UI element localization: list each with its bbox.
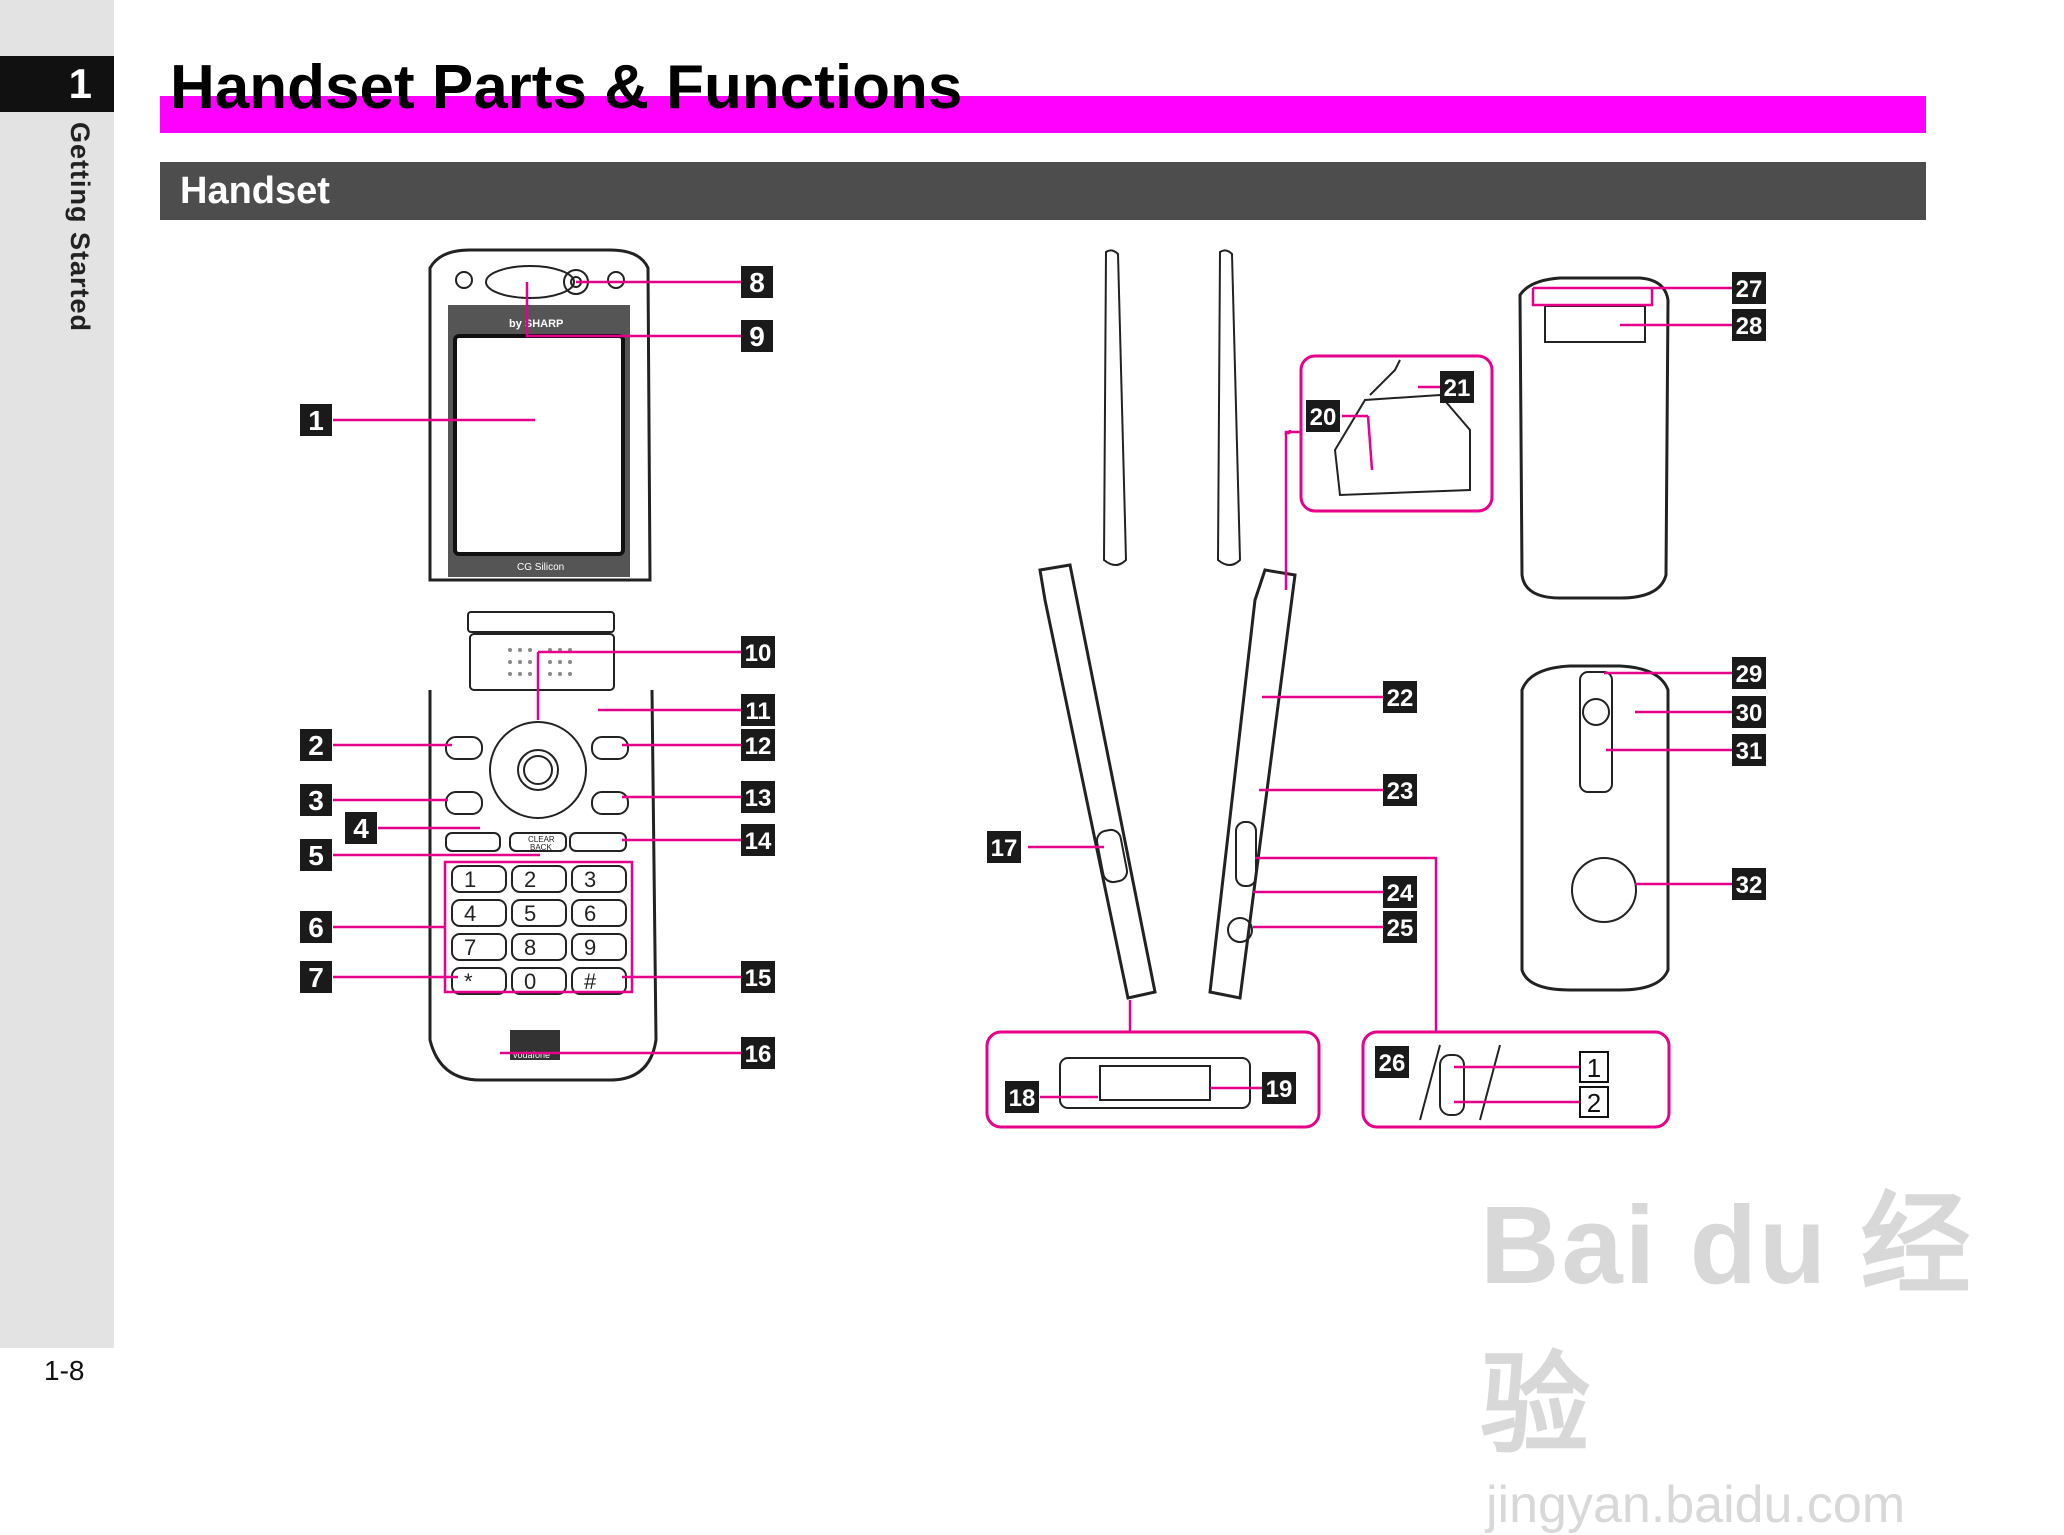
key-6: 6 bbox=[584, 901, 596, 926]
callout-9: 9 bbox=[741, 320, 773, 352]
callout-25: 25 bbox=[1383, 911, 1417, 943]
svg-text:11: 11 bbox=[745, 698, 770, 725]
callout-16: 16 bbox=[741, 1037, 775, 1069]
svg-text:29: 29 bbox=[1736, 661, 1763, 688]
key-9: 9 bbox=[584, 935, 596, 960]
callout-2: 2 bbox=[300, 729, 332, 761]
back-key-label: BACK bbox=[530, 843, 552, 852]
callout-6: 6 bbox=[300, 911, 332, 943]
carrier-label: vodafone bbox=[513, 1050, 550, 1060]
key-7: 7 bbox=[464, 935, 476, 960]
key-5: 5 bbox=[524, 901, 536, 926]
callout-31: 31 bbox=[1732, 734, 1766, 766]
svg-text:2: 2 bbox=[1587, 1088, 1601, 1118]
svg-text:16: 16 bbox=[745, 1041, 772, 1068]
svg-text:25: 25 bbox=[1387, 915, 1414, 942]
callout-4: 4 bbox=[345, 812, 377, 844]
callout-1: 1 bbox=[300, 404, 332, 436]
svg-text:30: 30 bbox=[1736, 700, 1763, 727]
svg-text:26: 26 bbox=[1379, 1050, 1406, 1077]
svg-text:15: 15 bbox=[745, 965, 772, 992]
svg-text:21: 21 bbox=[1444, 375, 1471, 402]
svg-text:5: 5 bbox=[308, 840, 324, 871]
callout-17: 17 bbox=[987, 831, 1021, 863]
callout-23: 23 bbox=[1383, 774, 1417, 806]
callout-8: 8 bbox=[741, 266, 773, 298]
callout-5: 5 bbox=[300, 839, 332, 871]
svg-text:32: 32 bbox=[1736, 872, 1763, 899]
callout-7: 7 bbox=[300, 961, 332, 993]
callout-27: 27 bbox=[1732, 272, 1766, 304]
svg-text:17: 17 bbox=[991, 835, 1018, 862]
svg-text:12: 12 bbox=[745, 733, 772, 760]
svg-text:2: 2 bbox=[308, 730, 324, 761]
key-1: 1 bbox=[464, 867, 476, 892]
svg-text:6: 6 bbox=[308, 912, 324, 943]
callout-18: 18 bbox=[1005, 1081, 1039, 1113]
svg-text:9: 9 bbox=[749, 321, 765, 352]
callout-20: 20 bbox=[1306, 400, 1340, 432]
callout-32: 32 bbox=[1732, 868, 1766, 900]
svg-text:19: 19 bbox=[1266, 1076, 1293, 1103]
svg-text:7: 7 bbox=[308, 962, 324, 993]
sub-callout-1: 1 bbox=[1580, 1052, 1608, 1083]
key-star: * bbox=[464, 969, 473, 994]
callout-24: 24 bbox=[1383, 876, 1417, 908]
watermark-brand: Bai du 经验 bbox=[1480, 1155, 2064, 1475]
keypad: 1 2 3 4 5 6 7 8 9 * 0 # bbox=[452, 866, 626, 994]
back-view-bottom bbox=[1522, 666, 1668, 990]
svg-text:14: 14 bbox=[745, 828, 772, 855]
callout-11: 11 bbox=[741, 694, 775, 726]
svg-text:18: 18 bbox=[1009, 1085, 1036, 1112]
svg-text:8: 8 bbox=[749, 267, 765, 298]
svg-text:23: 23 bbox=[1387, 778, 1414, 805]
svg-text:13: 13 bbox=[745, 785, 772, 812]
svg-text:28: 28 bbox=[1736, 313, 1763, 340]
callout-15: 15 bbox=[741, 961, 775, 993]
front-view-phone: by SHARP CG Silicon CLEAR BACK 1 2 3 4 5… bbox=[430, 250, 656, 1080]
callout-22: 22 bbox=[1383, 681, 1417, 713]
key-0: 0 bbox=[524, 969, 536, 994]
key-hash: # bbox=[584, 969, 597, 994]
callout-13: 13 bbox=[741, 781, 775, 813]
key-8: 8 bbox=[524, 935, 536, 960]
svg-text:1: 1 bbox=[1587, 1053, 1601, 1083]
callout-26: 26 bbox=[1375, 1046, 1409, 1078]
callout-29: 29 bbox=[1732, 657, 1766, 689]
callout-21: 21 bbox=[1440, 371, 1474, 403]
svg-text:22: 22 bbox=[1387, 685, 1414, 712]
callout-14: 14 bbox=[741, 824, 775, 856]
watermark-url: jingyan.baidu.com bbox=[1486, 1475, 2064, 1535]
svg-text:3: 3 bbox=[308, 785, 324, 816]
svg-text:10: 10 bbox=[745, 640, 772, 667]
callout-28: 28 bbox=[1732, 309, 1766, 341]
svg-text:31: 31 bbox=[1736, 738, 1763, 765]
screen-brand-label: CG Silicon bbox=[517, 562, 564, 573]
key-3: 3 bbox=[584, 867, 596, 892]
svg-text:1: 1 bbox=[308, 405, 324, 436]
volume-detail-drawing bbox=[1420, 1045, 1500, 1120]
callout-30: 30 bbox=[1732, 696, 1766, 728]
svg-text:27: 27 bbox=[1736, 276, 1763, 303]
sub-callout-2: 2 bbox=[1580, 1087, 1608, 1118]
callout-10: 10 bbox=[741, 636, 775, 668]
right-side-view bbox=[1210, 250, 1295, 998]
callout-12: 12 bbox=[741, 729, 775, 761]
svg-text:24: 24 bbox=[1387, 880, 1414, 907]
callout-3: 3 bbox=[300, 784, 332, 816]
bottom-detail-drawing bbox=[1060, 1058, 1250, 1108]
brand-label: by SHARP bbox=[509, 318, 563, 330]
watermark: Bai du 经验 jingyan.baidu.com bbox=[1480, 1155, 2064, 1535]
left-side-view bbox=[1040, 250, 1155, 998]
callout-19: 19 bbox=[1262, 1072, 1296, 1104]
svg-text:20: 20 bbox=[1310, 404, 1337, 431]
key-4: 4 bbox=[464, 901, 476, 926]
key-2: 2 bbox=[524, 867, 536, 892]
svg-text:4: 4 bbox=[353, 813, 369, 844]
